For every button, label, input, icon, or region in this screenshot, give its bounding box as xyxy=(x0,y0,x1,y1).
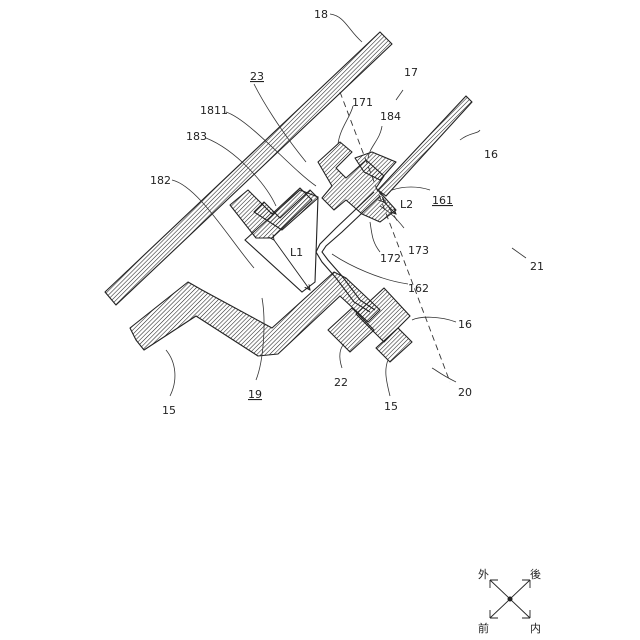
compass-rose: 外 後 前 内 xyxy=(478,567,541,635)
label-17: 17 xyxy=(404,66,418,79)
label-171: 171 xyxy=(352,96,373,109)
label-19: 19 xyxy=(248,388,262,401)
compass-front: 前 xyxy=(478,621,489,635)
label-173: 173 xyxy=(408,244,429,257)
label-15-right: 15 xyxy=(384,400,398,413)
compass-center-icon xyxy=(508,597,513,602)
compass-inner: 内 xyxy=(530,621,541,635)
label-184: 184 xyxy=(380,110,401,123)
label-183: 183 xyxy=(186,130,207,143)
label-161: 161 xyxy=(432,194,453,207)
label-l1: L1 xyxy=(290,246,303,259)
member-17 xyxy=(318,142,396,222)
label-172: 172 xyxy=(380,252,401,265)
label-16-lower: 16 xyxy=(458,318,472,331)
label-18: 18 xyxy=(314,8,328,21)
compass-outer: 外 xyxy=(478,568,489,581)
compass-rear: 後 xyxy=(530,567,541,581)
label-21: 21 xyxy=(530,260,544,273)
label-l2: L2 xyxy=(400,198,413,211)
label-1811: 1811 xyxy=(200,104,228,117)
label-20: 20 xyxy=(458,386,472,399)
label-23: 23 xyxy=(250,70,264,83)
label-182: 182 xyxy=(150,174,171,187)
label-15-left: 15 xyxy=(162,404,176,417)
label-162: 162 xyxy=(408,282,429,295)
label-16-upper: 16 xyxy=(484,148,498,161)
label-22: 22 xyxy=(334,376,348,389)
